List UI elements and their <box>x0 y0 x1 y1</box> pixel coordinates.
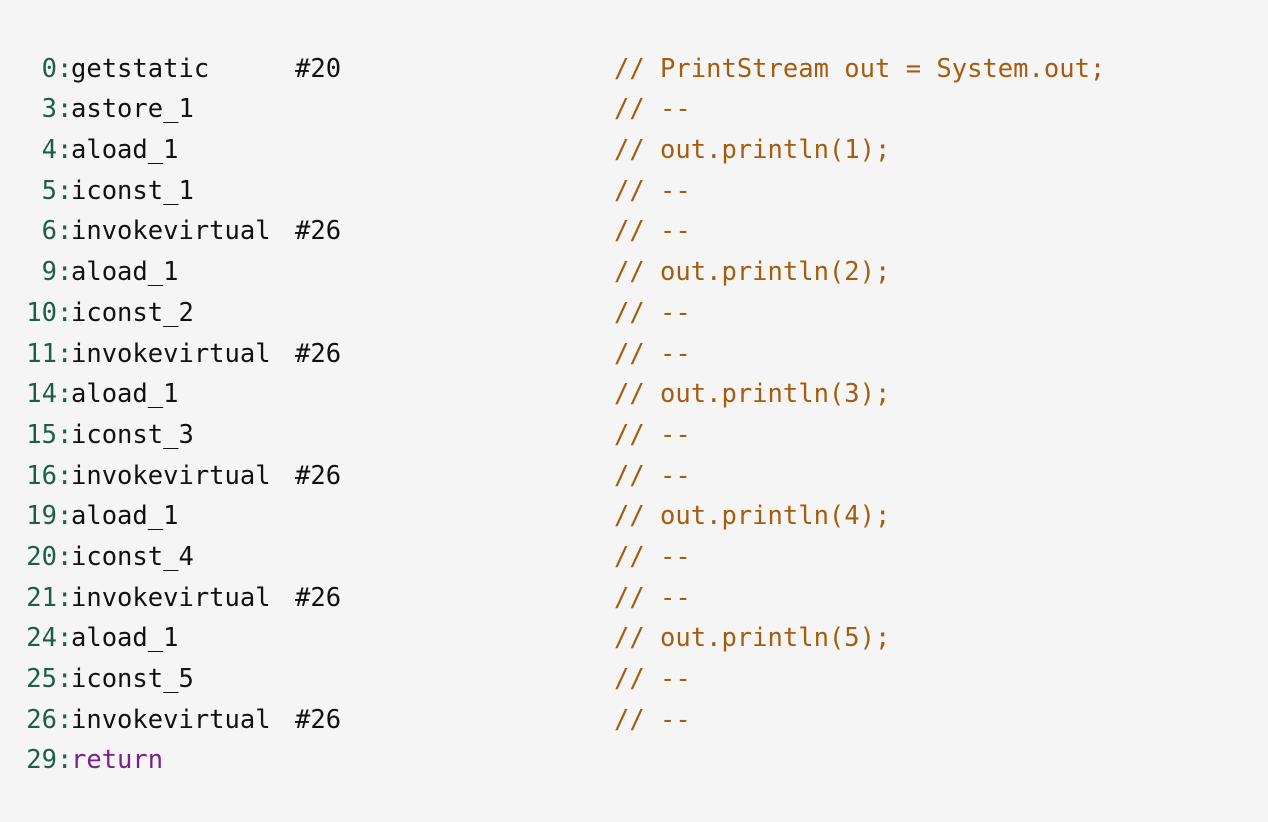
bytecode-offset: 29 <box>26 745 57 776</box>
opcode: invokevirtual <box>71 704 271 735</box>
bytecode-offset: 15 <box>26 419 57 450</box>
opcode: invokevirtual <box>71 216 271 247</box>
comment: // out.println(1); <box>614 135 891 166</box>
offset-colon: : <box>57 53 73 84</box>
bytecode-offset: 0 <box>41 53 57 84</box>
offset-colon: : <box>57 704 73 735</box>
operand: #26 <box>295 582 342 613</box>
opcode: aload_1 <box>71 623 179 654</box>
operand: #26 <box>295 216 342 247</box>
bytecode-offset: 11 <box>26 338 57 369</box>
code-line: 10:iconst_2// -- <box>0 252 1268 328</box>
operand: #26 <box>295 460 342 491</box>
opcode: aload_1 <box>71 135 179 166</box>
code-line: 25:iconst_5// -- <box>0 618 1268 694</box>
code-line: 24:aload_1// out.println(5); <box>0 578 1268 653</box>
comment: // out.println(4); <box>614 501 891 532</box>
code-line: 21:invokevirtual#26// -- <box>0 537 1268 613</box>
code-line: 14:aload_1// out.println(3); <box>0 334 1268 409</box>
comment: // -- <box>614 664 691 695</box>
offset-colon: : <box>57 135 73 166</box>
bytecode-offset: 20 <box>26 541 57 572</box>
bytecode-offset: 16 <box>26 460 57 491</box>
offset-colon: : <box>57 94 73 125</box>
opcode: iconst_4 <box>71 541 194 572</box>
bytecode-offset: 4 <box>41 135 57 166</box>
comment: // -- <box>614 582 691 613</box>
offset-colon: : <box>57 297 73 328</box>
comment: // -- <box>614 94 691 125</box>
bytecode-offset: 10 <box>26 297 57 328</box>
comment: // out.println(3); <box>614 379 891 410</box>
code-line: 6:invokevirtual#26// -- <box>0 171 1268 246</box>
offset-colon: : <box>57 541 73 572</box>
comment: // -- <box>614 541 691 572</box>
opcode: aload_1 <box>71 501 179 532</box>
code-line: 5:iconst_1// -- <box>0 130 1268 206</box>
comment: // -- <box>614 338 691 369</box>
code-line: 20:iconst_4// -- <box>0 496 1268 572</box>
offset-colon: : <box>57 501 73 532</box>
opcode: aload_1 <box>71 257 179 288</box>
code-line: 3:astore_1// -- <box>0 49 1268 124</box>
offset-colon: : <box>57 582 73 613</box>
bytecode-offset: 6 <box>41 216 57 247</box>
comment: // -- <box>614 175 691 206</box>
comment: // -- <box>614 460 691 491</box>
opcode: iconst_5 <box>71 664 194 695</box>
operand: #20 <box>295 53 342 84</box>
offset-colon: : <box>57 460 73 491</box>
bytecode-offset: 21 <box>26 582 57 613</box>
code-line: 19:aload_1// out.println(4); <box>0 456 1268 531</box>
opcode: astore_1 <box>71 94 194 125</box>
bytecode-offset: 26 <box>26 704 57 735</box>
opcode: invokevirtual <box>71 338 271 369</box>
offset-colon: : <box>57 379 73 410</box>
bytecode-offset: 19 <box>26 501 57 532</box>
code-line: 0:getstatic #20 // PrintStream out = Syste… <box>0 8 1268 84</box>
comment: // -- <box>614 216 691 247</box>
bytecode-listing: 0:getstatic#20// PrintStream out = Syste… <box>0 8 1268 776</box>
bytecode-offset: 9 <box>41 257 57 288</box>
comment: // -- <box>614 419 691 450</box>
opcode: invokevirtual <box>71 460 271 491</box>
offset-colon: : <box>57 338 73 369</box>
operand: #26 <box>295 704 342 735</box>
code-line: 4:aload_1// out.println(1); <box>0 89 1268 165</box>
offset-colon: : <box>57 175 73 206</box>
opcode: iconst_2 <box>71 297 194 328</box>
return-keyword: return <box>71 745 164 776</box>
comment: // out.println(2); <box>614 257 891 288</box>
offset-colon: : <box>57 623 73 654</box>
code-line: 29: return <box>0 700 1268 775</box>
bytecode-offset: 14 <box>26 379 57 410</box>
opcode: iconst_1 <box>71 175 194 206</box>
bytecode-offset: 3 <box>41 94 57 125</box>
offset-colon: : <box>57 216 73 247</box>
comment: // PrintStream out = System.out; <box>614 53 1106 84</box>
opcode: invokevirtual <box>71 582 271 613</box>
comment: // -- <box>614 704 691 735</box>
code-line: 16:invokevirtual#26// -- <box>0 415 1268 491</box>
offset-colon: : <box>57 419 73 450</box>
comment: // out.println(5); <box>614 623 891 654</box>
offset-colon: : <box>57 664 73 695</box>
bytecode-offset: 24 <box>26 623 57 654</box>
operand: #26 <box>295 338 342 369</box>
opcode: getstatic <box>71 53 210 84</box>
opcode: iconst_3 <box>71 419 194 450</box>
offset-colon: : <box>57 257 73 288</box>
code-line: 15:iconst_3// -- <box>0 374 1268 450</box>
bytecode-offset: 25 <box>26 664 57 695</box>
bytecode-offset: 5 <box>41 175 57 206</box>
code-line: 26:invokevirtual#26// -- <box>0 659 1268 735</box>
code-line: 9:aload_1// out.println(2); <box>0 211 1268 287</box>
opcode: aload_1 <box>71 379 179 410</box>
comment: // -- <box>614 297 691 328</box>
code-line: 11:invokevirtual#26// -- <box>0 293 1268 369</box>
